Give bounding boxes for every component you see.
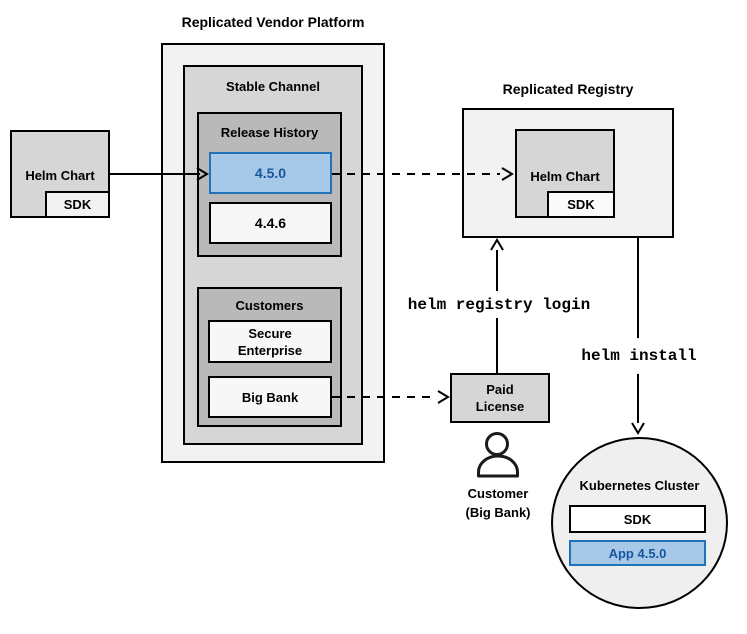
source-sdk-box: SDK — [45, 191, 110, 218]
source-helm-chart-label: Helm Chart — [25, 168, 95, 183]
kubernetes-cluster-title: Kubernetes Cluster — [579, 478, 700, 493]
customer-caption-line1: Customer — [467, 486, 529, 501]
paid-license-box: Paid License — [450, 373, 550, 423]
arrow-registry-to-cluster — [631, 238, 645, 435]
paid-license-line2: License — [475, 399, 525, 414]
registry-sdk-box: SDK — [547, 191, 615, 218]
release-history-label: Release History — [220, 125, 319, 140]
registry-title: Replicated Registry — [502, 81, 634, 97]
customer-secure-enterprise-box: Secure Enterprise — [208, 320, 332, 363]
paid-license-line1: Paid — [486, 382, 514, 397]
secure-line2: Enterprise — [237, 342, 303, 358]
customers-label: Customers — [235, 298, 304, 313]
command-registry-login: helm registry login — [407, 296, 591, 314]
customer-person-icon — [477, 432, 519, 478]
registry-helm-chart-label: Helm Chart — [530, 169, 600, 184]
cluster-app-box: App 4.5.0 — [569, 540, 706, 566]
customer-caption-line2: (Big Bank) — [465, 505, 531, 520]
customer-big-bank-box: Big Bank — [208, 376, 332, 418]
release-446-box: 4.4.6 — [209, 202, 332, 244]
vendor-platform-title: Replicated Vendor Platform — [181, 14, 365, 30]
command-helm-install: helm install — [581, 347, 697, 365]
customer-caption: Customer (Big Bank) — [448, 484, 548, 522]
stable-channel-label: Stable Channel — [226, 79, 320, 94]
cluster-sdk-box: SDK — [569, 505, 706, 533]
release-450-box: 4.5.0 — [209, 152, 332, 194]
secure-line1: Secure — [248, 325, 292, 341]
